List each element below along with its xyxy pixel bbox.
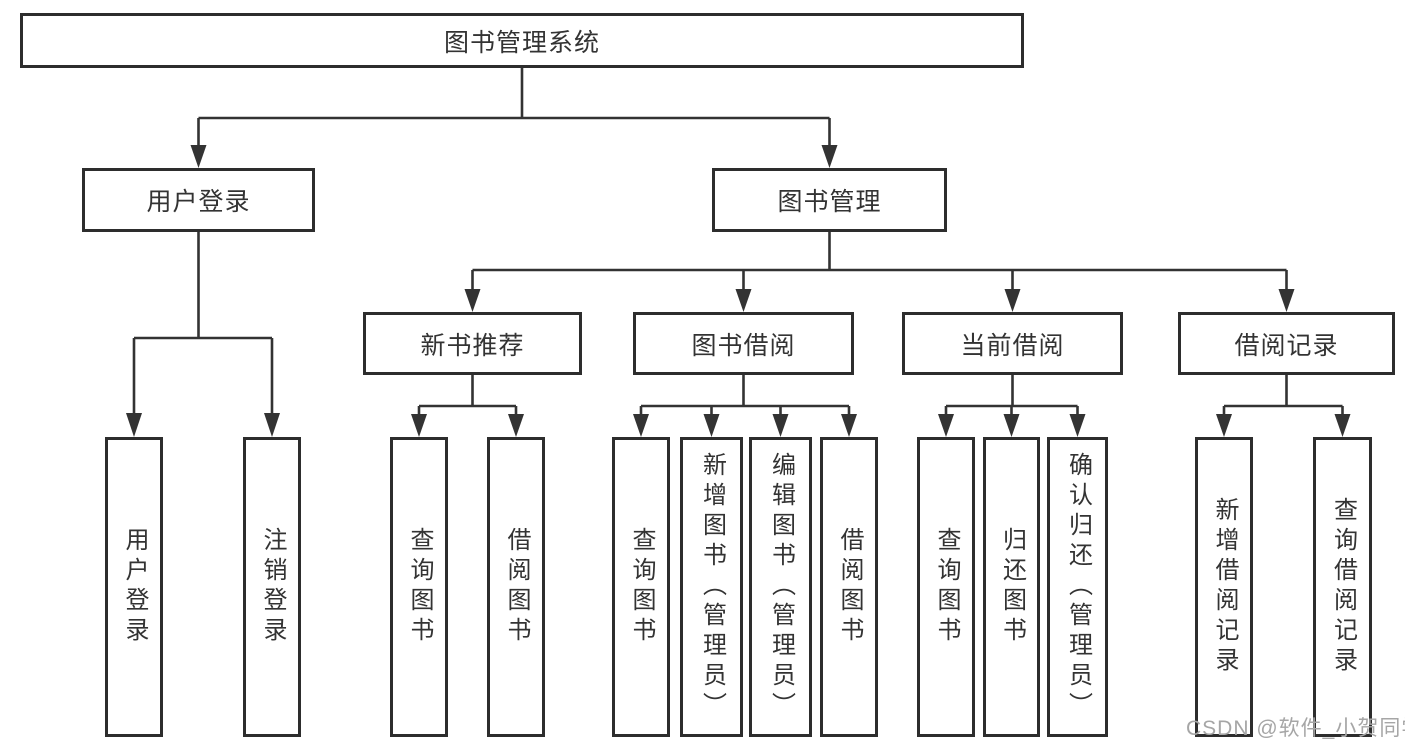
leaf-user-login: 用户登录 — [105, 437, 163, 737]
leaf-query-borrow-record: 查询借阅记录 — [1313, 437, 1372, 737]
leaf-logout: 注销登录 — [243, 437, 301, 737]
node-new-book-recommendation: 新书推荐 — [363, 312, 582, 375]
leaf-confirm-return-admin: 确认归还（管理员） — [1047, 437, 1108, 737]
csdn-watermark: CSDN @软件_小贺同学 — [1186, 717, 1405, 740]
leaf-borrow-books-borrowing: 借阅图书 — [820, 437, 878, 737]
node-current-borrowing: 当前借阅 — [902, 312, 1123, 375]
node-borrowing-records: 借阅记录 — [1178, 312, 1395, 375]
leaf-query-books-recommend: 查询图书 — [390, 437, 448, 737]
node-book-management: 图书管理 — [712, 168, 947, 232]
leaf-return-books: 归还图书 — [983, 437, 1040, 737]
leaf-add-books-admin: 新增图书（管理员） — [680, 437, 743, 737]
leaf-edit-books-admin: 编辑图书（管理员） — [749, 437, 812, 737]
node-user-login: 用户登录 — [82, 168, 315, 232]
leaf-borrow-books-recommend: 借阅图书 — [487, 437, 545, 737]
node-library-management-system: 图书管理系统 — [20, 13, 1024, 68]
node-book-borrowing: 图书借阅 — [633, 312, 854, 375]
leaf-query-books-current: 查询图书 — [917, 437, 975, 737]
leaf-query-books-borrowing: 查询图书 — [612, 437, 670, 737]
leaf-add-borrow-record: 新增借阅记录 — [1195, 437, 1253, 737]
